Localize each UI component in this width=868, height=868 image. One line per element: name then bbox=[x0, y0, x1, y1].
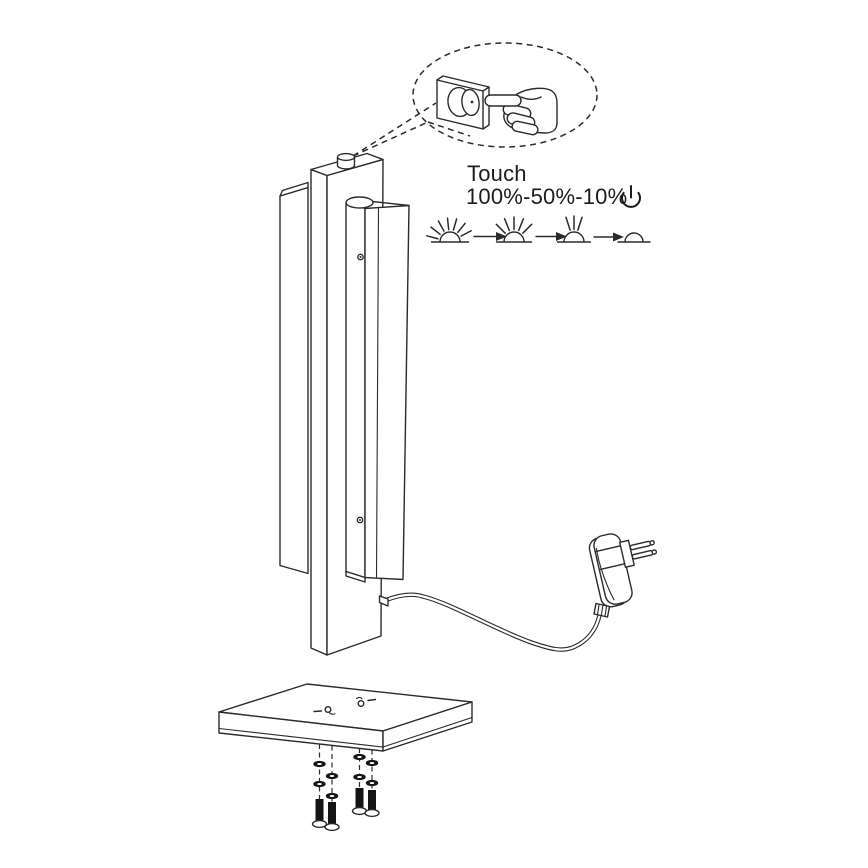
panel-screw-dot bbox=[357, 253, 364, 261]
washer-icon bbox=[325, 792, 339, 800]
power-adapter-illustration bbox=[588, 533, 658, 618]
cable-connector bbox=[593, 602, 611, 618]
washer-icon bbox=[325, 772, 339, 780]
brightness-10-icon bbox=[556, 215, 592, 243]
brightness-off-icon bbox=[617, 232, 651, 243]
pointing-hand-icon bbox=[484, 87, 558, 136]
washer-icon bbox=[313, 760, 326, 768]
screw-set bbox=[311, 744, 328, 829]
transition-arrow-icon bbox=[593, 232, 624, 242]
lamp-front-panel bbox=[345, 196, 410, 583]
touch-label: Touch bbox=[467, 161, 527, 186]
screw-icon bbox=[351, 788, 368, 816]
screw-set bbox=[351, 748, 368, 816]
washer-icon bbox=[313, 780, 326, 788]
transition-arrow-icon bbox=[473, 232, 507, 241]
washer-icon bbox=[365, 759, 379, 767]
power-standby-icon bbox=[621, 185, 641, 208]
plug-base bbox=[618, 539, 635, 568]
touch-sensor-button bbox=[336, 152, 356, 170]
plug-pins bbox=[629, 539, 658, 560]
washer-icon bbox=[353, 773, 366, 781]
screw-icon bbox=[364, 790, 380, 818]
plate-front-right bbox=[382, 701, 473, 752]
mounting-plate-illustration bbox=[218, 683, 473, 752]
touch-button-icon bbox=[436, 75, 490, 130]
lamp-illustration bbox=[279, 152, 410, 656]
mounting-hole-pair bbox=[355, 696, 377, 708]
washer-icon bbox=[353, 753, 366, 761]
dim-sequence-label: 100%-50%-10% bbox=[466, 184, 628, 209]
panel-screw-dot bbox=[356, 516, 364, 524]
washer-icon bbox=[365, 779, 379, 787]
lamp-back-panel bbox=[279, 181, 309, 575]
mounting-hole-pair bbox=[313, 706, 336, 715]
screw-icon bbox=[311, 799, 328, 829]
brightness-100-icon bbox=[426, 217, 472, 243]
screw-set bbox=[364, 749, 380, 818]
cable-outlet bbox=[378, 595, 389, 607]
power-cable bbox=[378, 592, 603, 652]
transition-arrow-icon bbox=[535, 232, 567, 241]
brightness-50-icon bbox=[495, 216, 533, 243]
mounting-screw-sets bbox=[311, 744, 380, 832]
screw-icon bbox=[324, 802, 340, 832]
callout-bubble bbox=[352, 42, 598, 157]
screw-set bbox=[324, 745, 340, 832]
